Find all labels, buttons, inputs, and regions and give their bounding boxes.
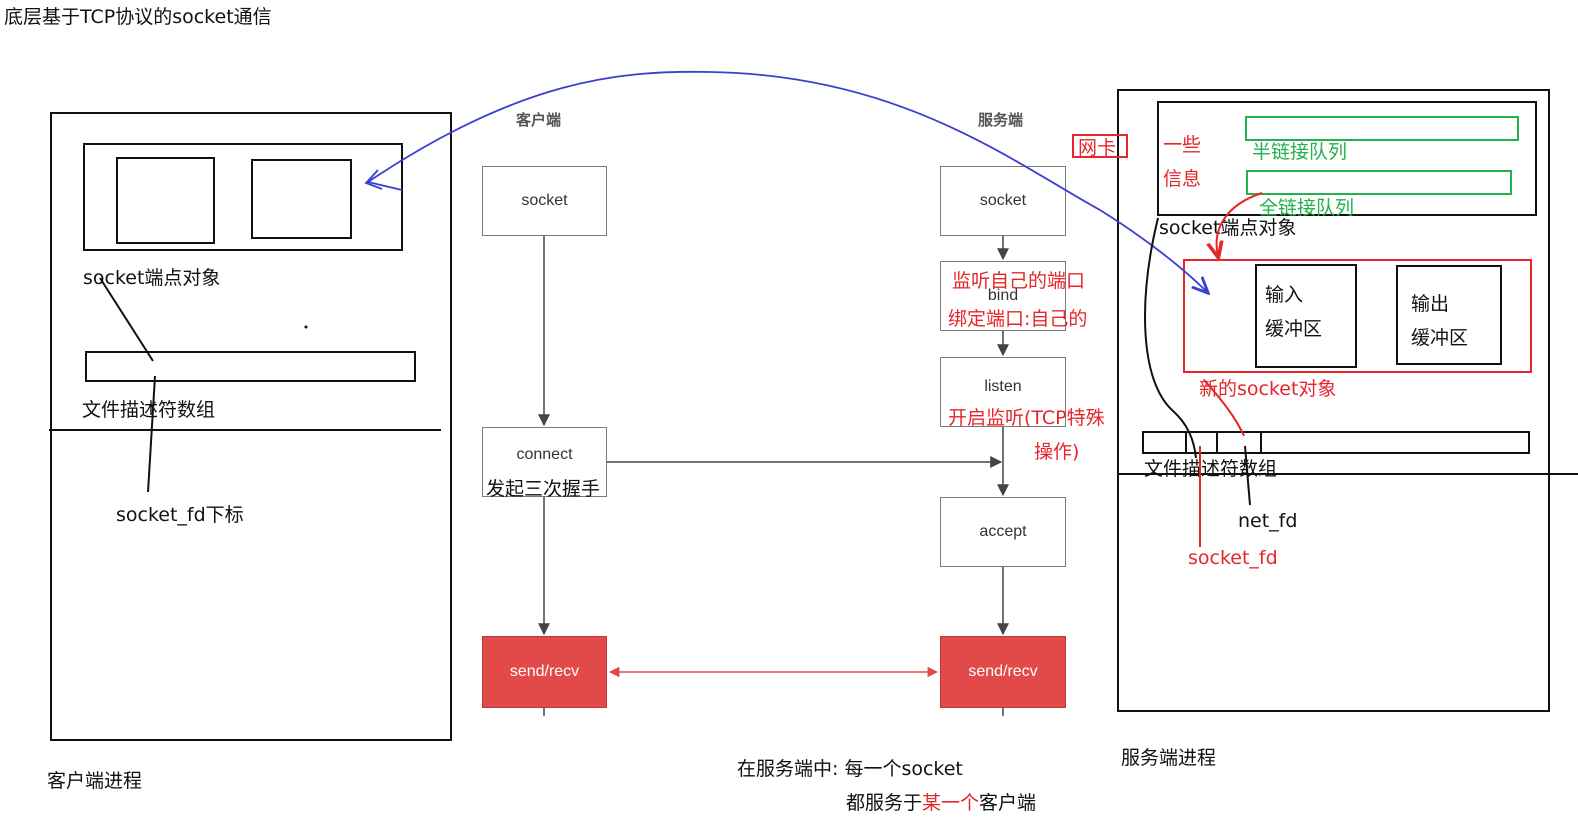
half-queue-label: 半链接队列 <box>1252 141 1348 163</box>
server-header: 服务端 <box>978 111 1024 129</box>
bottom-note-line-2: 都服务于某一个客户端 <box>846 788 1036 815</box>
full-queue-label: 全链接队列 <box>1259 197 1355 219</box>
full-queue-box <box>1246 170 1512 195</box>
bottom-note-part-a: 都服务于 <box>846 792 923 814</box>
net-fd-index-line <box>1244 445 1251 506</box>
output-buffer-box <box>1396 265 1502 365</box>
nic-box <box>1072 134 1128 158</box>
output-buffer-label-2: 缓冲区 <box>1411 327 1469 349</box>
client-socket-object-box <box>83 143 403 251</box>
stray-dot <box>304 325 308 329</box>
server-process-label: 服务端进程 <box>1121 747 1217 769</box>
client-fd-index-line <box>147 375 156 493</box>
input-buffer-label-1: 输入 <box>1265 284 1304 306</box>
new-socket-object-box <box>1183 259 1532 373</box>
server-info-label-1: 一些 <box>1163 134 1202 156</box>
blue-socket-link-curve <box>365 70 1207 292</box>
bottom-note-part-b: 某一个 <box>922 792 980 814</box>
client-header: 客户端 <box>516 111 562 129</box>
client-fd-array-box <box>85 351 416 382</box>
new-socket-label: 新的socket对象 <box>1199 378 1337 400</box>
net-fd-label: net_fd <box>1238 510 1298 532</box>
server-socket-to-fd-curve <box>1144 217 1197 459</box>
blue-arrowhead-left <box>364 169 383 190</box>
nic-label: 网卡 <box>1078 137 1117 159</box>
bottom-note-part-c: 客户端 <box>979 792 1037 814</box>
server-listen-node: listen <box>940 357 1066 427</box>
client-socket-inner-box-1 <box>116 157 215 244</box>
client-socket-node: socket <box>482 166 607 236</box>
bind-note-1: 监听自己的端口 <box>952 270 1086 292</box>
client-process-box <box>50 112 452 741</box>
bind-note-2: 绑定端口:自己的 <box>948 308 1088 330</box>
red-new-socket-to-fd-line <box>1203 379 1245 437</box>
client-socket-inner-box-2 <box>251 159 352 239</box>
listen-note-1: 开启监听(TCP特殊 <box>948 407 1105 429</box>
server-bind-node: bind <box>940 261 1066 331</box>
connect-note: 发起三次握手 <box>486 478 601 500</box>
client-send-recv-node: send/recv <box>482 636 607 708</box>
output-buffer-label-1: 输出 <box>1411 293 1450 315</box>
server-info-label-2: 信息 <box>1163 168 1202 190</box>
input-buffer-box <box>1255 264 1357 368</box>
client-process-label: 客户端进程 <box>47 770 143 792</box>
page-title: 底层基于TCP协议的socket通信 <box>4 6 272 28</box>
client-connect-node: connect <box>482 427 607 497</box>
bottom-note-line-1: 在服务端中: 每一个socket <box>737 758 963 780</box>
client-fd-array-label: 文件描述符数组 <box>82 399 216 421</box>
socket-fd-label: socket_fd <box>1188 547 1278 569</box>
server-accept-node: accept <box>940 497 1066 567</box>
server-process-box <box>1117 89 1550 712</box>
server-fd-array-box <box>1142 431 1530 454</box>
red-queue-to-socket-curve <box>1217 192 1263 256</box>
server-socket-object-label: socket端点对象 <box>1159 217 1297 239</box>
half-queue-box <box>1245 116 1519 141</box>
client-fd-index-label: socket_fd下标 <box>116 504 244 526</box>
server-info-box <box>1157 101 1537 216</box>
listen-note-2: 操作) <box>1034 441 1080 463</box>
input-buffer-label-2: 缓冲区 <box>1265 318 1323 340</box>
server-send-recv-node: send/recv <box>940 636 1066 708</box>
client-socket-to-fd-line <box>99 277 154 362</box>
client-socket-object-label: socket端点对象 <box>83 267 221 289</box>
